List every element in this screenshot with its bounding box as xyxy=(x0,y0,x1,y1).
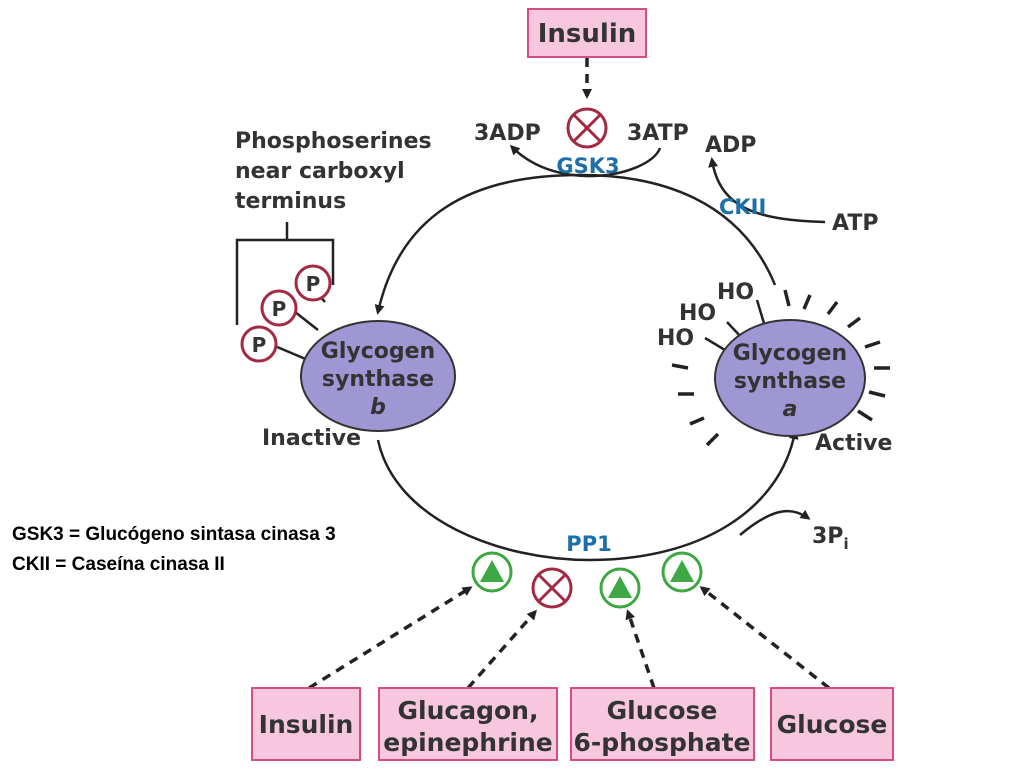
hydroxyl-label-2: HO xyxy=(679,301,716,326)
hydroxyl-label-1: HO xyxy=(717,280,754,305)
bottom-box-glucagon: Glucagon, epinephrine xyxy=(378,687,558,761)
enzyme-a-line3: a xyxy=(783,397,798,422)
glucose-activate-icon xyxy=(661,551,703,593)
glycogen-synthase-a: Glycogen synthase a xyxy=(704,299,866,437)
enzyme-b-line3: b xyxy=(370,395,386,420)
bottom-box-glucose6p: Glucose 6-phosphate xyxy=(570,687,755,761)
glucose6p-arrow xyxy=(625,609,656,689)
pp1-product-subscript: i xyxy=(843,535,848,553)
bottom-box-glucose6p-line1: Glucose xyxy=(607,696,718,725)
active-label: Active xyxy=(815,431,892,456)
legend-line-2: CKII = Caseína cinasa II xyxy=(12,554,225,575)
bottom-box-glucose6p-line2: 6-phosphate xyxy=(574,728,751,757)
bottom-box-glucose-label: Glucose xyxy=(777,710,888,739)
phosphoserines-label-1: Phosphoserines xyxy=(235,129,432,154)
ckii-label: CKII xyxy=(719,195,766,219)
ckii-product-label: ADP xyxy=(705,133,756,158)
bottom-box-glucagon-line2: epinephrine xyxy=(383,728,553,757)
phosphoserines-bracket xyxy=(235,222,335,325)
gsk3-inhibit-icon xyxy=(566,107,608,149)
phosphate-group-3: P xyxy=(240,325,278,363)
insulin-arrow xyxy=(308,586,473,690)
pp1-branch-arrow xyxy=(739,509,811,536)
enzyme-a-line2: synthase xyxy=(734,369,846,394)
ckii-branch-arrow xyxy=(708,157,826,224)
enzyme-b-line2: synthase xyxy=(322,367,434,392)
top-insulin-box: Insulin xyxy=(527,8,647,58)
phosphate-group-1: P xyxy=(294,264,332,302)
pp1-product-label: 3Pi xyxy=(812,524,849,553)
phosphorylation-arc xyxy=(374,173,777,315)
pp1-label: PP1 xyxy=(566,532,611,556)
bottom-box-insulin-label: Insulin xyxy=(259,710,354,739)
phosphate-label-3: P xyxy=(252,333,267,357)
gsk3-substrate-label: 3ATP xyxy=(627,121,689,146)
glucagon-inhibit-icon xyxy=(531,567,573,609)
top-insulin-label: Insulin xyxy=(538,19,637,49)
enzyme-b-line1: Glycogen xyxy=(321,339,435,364)
dephosphorylation-arc xyxy=(376,429,799,562)
bottom-box-insulin: Insulin xyxy=(251,687,361,761)
hydroxyl-label-3: HO xyxy=(657,326,694,351)
pp1-product-main: 3P xyxy=(812,524,843,549)
bottom-box-glucose: Glucose xyxy=(770,687,894,761)
phosphate-label-1: P xyxy=(306,272,321,296)
glycogen-synthase-b: Glycogen synthase b xyxy=(269,284,456,432)
phosphoserines-label-3: terminus xyxy=(235,189,346,214)
glucose6p-activate-icon xyxy=(599,567,641,609)
enzyme-a-line1: Glycogen xyxy=(733,341,847,366)
insulin-activate-icon xyxy=(471,551,513,593)
glucose-arrow xyxy=(699,586,831,690)
phosphate-label-2: P xyxy=(272,297,287,321)
bottom-box-glucagon-line1: Glucagon, xyxy=(398,696,539,725)
ckii-substrate-label: ATP xyxy=(832,211,878,236)
glucagon-arrow xyxy=(466,609,537,690)
phosphate-group-2: P xyxy=(260,289,298,327)
gsk3-label: GSK3 xyxy=(556,154,619,178)
inactive-label: Inactive xyxy=(262,426,361,451)
gsk3-branch-arrow xyxy=(509,144,662,178)
gsk3-product-label: 3ADP xyxy=(474,121,541,146)
legend-line-1: GSK3 = Glucógeno sintasa cinasa 3 xyxy=(12,524,336,545)
phosphoserines-label-2: near carboxyl xyxy=(235,159,405,184)
activity-rays xyxy=(671,289,890,447)
